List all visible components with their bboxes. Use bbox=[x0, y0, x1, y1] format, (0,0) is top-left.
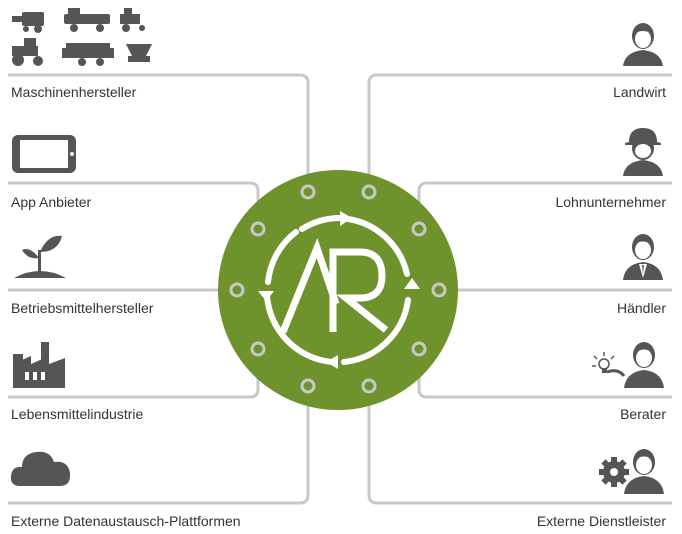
cycle-arrowheads bbox=[258, 211, 420, 369]
cloud-icon bbox=[10, 451, 71, 486]
node-mid-right bbox=[431, 282, 447, 298]
plant-sprout-icon bbox=[14, 235, 66, 278]
node-top-right bbox=[361, 184, 377, 200]
label-haendler: Händler bbox=[616, 300, 666, 316]
node-mid-left bbox=[229, 282, 245, 298]
factory-icon bbox=[13, 342, 65, 388]
dealer-suit-icon bbox=[623, 234, 663, 280]
connector-landwirt bbox=[367, 73, 672, 192]
connector-externe-dienstleister bbox=[367, 386, 672, 505]
connector-berater bbox=[417, 349, 672, 399]
node-top-left bbox=[300, 184, 316, 200]
connector-app-anbieter bbox=[8, 181, 260, 229]
node-lower-right bbox=[411, 341, 427, 357]
service-provider-gear-icon bbox=[599, 449, 664, 494]
label-landwirt: Landwirt bbox=[613, 84, 666, 100]
contractor-helmet-icon bbox=[623, 128, 663, 176]
label-lebensmittelindustrie: Lebensmittelindustrie bbox=[11, 406, 144, 422]
label-lohnunternehmer: Lohnunternehmer bbox=[555, 194, 666, 210]
connector-lohnunternehmer bbox=[417, 181, 672, 229]
connector-maschinenhersteller bbox=[8, 73, 310, 192]
farm-machinery-icon bbox=[12, 8, 152, 66]
ar-letters bbox=[279, 237, 389, 334]
connector-externe-plattformen bbox=[8, 386, 310, 505]
label-externe-datenaustausch: Externe Datenaustausch-Plattformen bbox=[11, 513, 241, 529]
node-upper-left bbox=[250, 221, 266, 237]
connector-nodes bbox=[229, 184, 447, 394]
label-betriebsmittelhersteller: Betriebsmittelhersteller bbox=[11, 300, 154, 316]
node-bottom-right bbox=[361, 378, 377, 394]
connector-lebensmittel bbox=[8, 349, 260, 399]
label-externe-dienstleister: Externe Dienstleister bbox=[536, 513, 666, 529]
node-bottom-left bbox=[300, 378, 316, 394]
node-lower-left bbox=[250, 341, 266, 357]
ar-logo bbox=[264, 214, 411, 365]
label-maschinenhersteller: Maschinenhersteller bbox=[11, 84, 137, 100]
advisor-lightbulb-icon bbox=[592, 342, 664, 388]
label-app-anbieter: App Anbieter bbox=[11, 194, 92, 210]
center-disc bbox=[218, 170, 458, 410]
farmer-icon bbox=[623, 23, 663, 66]
tablet-icon bbox=[12, 135, 76, 173]
node-upper-right bbox=[411, 221, 427, 237]
label-berater: Berater bbox=[620, 406, 666, 422]
